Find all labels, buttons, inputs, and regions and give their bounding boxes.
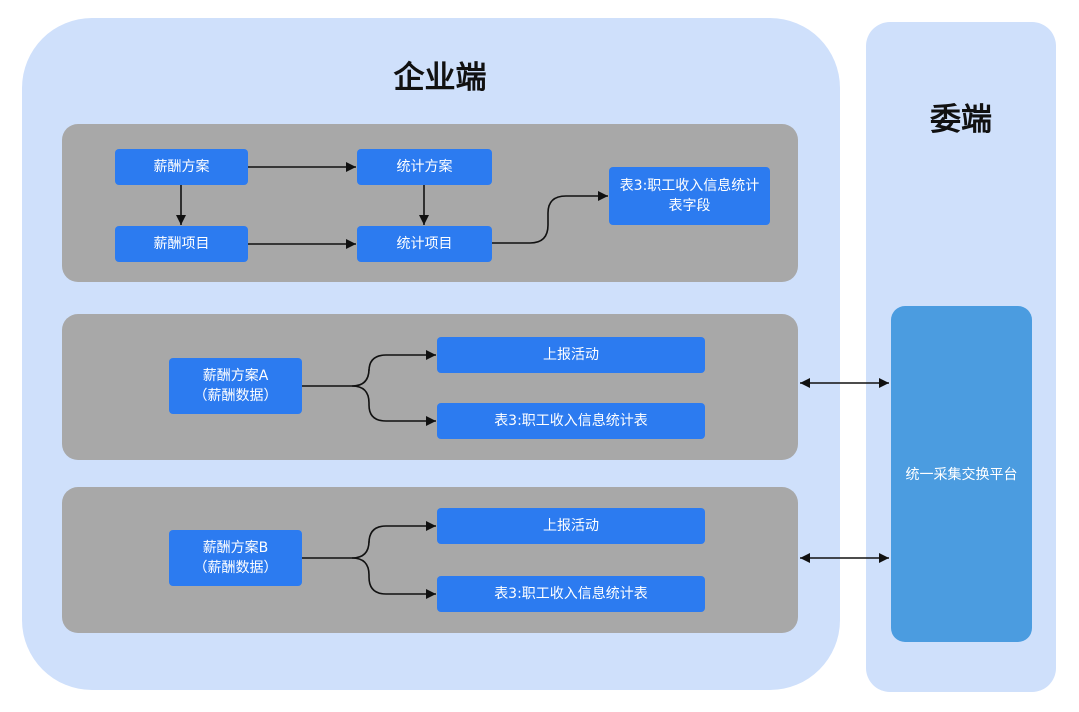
table-field-label-line2: 表字段	[668, 198, 711, 214]
stat-plan-label: 统计方案	[396, 159, 453, 175]
committee-title: 委端	[930, 102, 992, 138]
plan-b-box: 薪酬方案B （薪酬数据）	[169, 530, 302, 586]
stat-table-b-label: 表3:职工收入信息统计表	[494, 586, 648, 602]
arrow-plan-b-branch	[302, 521, 436, 559]
plan-a-sublabel: （薪酬数据）	[193, 388, 278, 404]
arrow-plan-a-branch-lower	[351, 385, 436, 426]
arrow-plan-a-branch	[302, 350, 436, 387]
report-activity-b-box: 上报活动	[437, 508, 705, 544]
arrow-plan-b-branch-lower	[351, 557, 436, 599]
salary-plan-box: 薪酬方案	[115, 149, 248, 185]
report-activity-a-label: 上报活动	[543, 347, 599, 363]
stat-item-label: 统计项目	[396, 236, 453, 252]
salary-item-box: 薪酬项目	[115, 226, 248, 262]
salary-plan-label: 薪酬方案	[153, 159, 210, 175]
table-field-box: 表3:职工收入信息统计 表字段	[609, 167, 770, 225]
stat-table-a-label: 表3:职工收入信息统计表	[494, 413, 648, 429]
table-field-label-line1: 表3:职工收入信息统计	[619, 178, 760, 194]
enterprise-title: 企业端	[393, 60, 487, 96]
report-activity-b-label: 上报活动	[543, 518, 599, 534]
stat-table-a-box: 表3:职工收入信息统计表	[437, 403, 705, 439]
plan-b-label: 薪酬方案B	[202, 540, 269, 556]
arrow-stat-item-to-table-field	[492, 191, 608, 244]
stat-plan-box: 统计方案	[357, 149, 492, 185]
unified-exchange-platform-box: 统一采集交换平台	[891, 306, 1032, 642]
unified-exchange-platform-label: 统一采集交换平台	[905, 467, 1018, 483]
plan-b-sublabel: （薪酬数据）	[193, 560, 278, 576]
plan-a-label: 薪酬方案A	[202, 368, 269, 384]
plan-a-box: 薪酬方案A （薪酬数据）	[169, 358, 302, 414]
report-activity-a-box: 上报活动	[437, 337, 705, 373]
stat-table-b-box: 表3:职工收入信息统计表	[437, 576, 705, 612]
stat-item-box: 统计项目	[357, 226, 492, 262]
salary-item-label: 薪酬项目	[153, 236, 210, 252]
